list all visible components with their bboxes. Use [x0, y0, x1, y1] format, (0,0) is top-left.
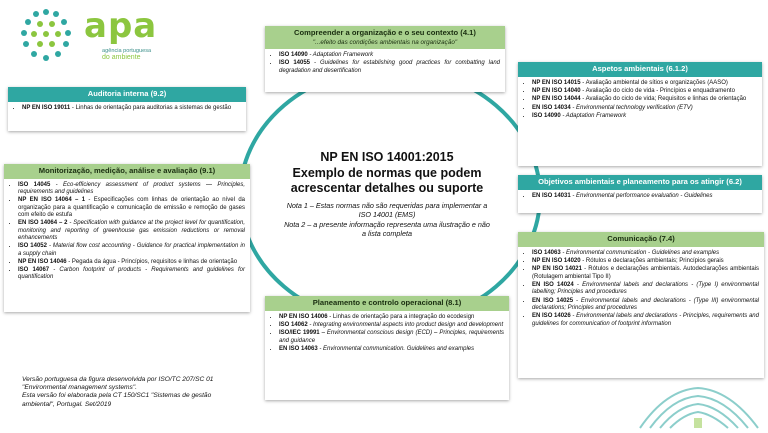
- list-item: EN ISO 14024 - Environmental labels and …: [532, 282, 759, 297]
- box-monitoring: Monitorização, medição, análise e avalia…: [4, 164, 250, 312]
- footer-line2: Esta versão foi elaborada pela CT 150/SC…: [22, 392, 232, 408]
- center-title-line1: NP EN ISO 14001:2015: [282, 150, 492, 166]
- list-item: NP EN ISO 14006 - Linhas de orientação p…: [279, 314, 504, 321]
- logo-subtitle-line2: do ambiente: [102, 54, 151, 62]
- box-context: Compreender a organização e o seu contex…: [265, 26, 505, 92]
- center-note-2: Nota 2 – a presente informação represent…: [282, 220, 492, 238]
- list-item: EN ISO 14031 - Environmental performance…: [532, 193, 757, 200]
- list-item: ISO 14090 - Adaptation Framework: [279, 52, 500, 59]
- list-item: EN ISO 14064 – 2 - Specification with gu…: [18, 220, 245, 242]
- box-planning-list: NP EN ISO 14006 - Linhas de orientação p…: [265, 311, 509, 358]
- list-item: NP EN ISO 14044 - Avaliação do ciclo de …: [532, 96, 757, 103]
- list-item: NP EN ISO 19011 - Linhas de orientação p…: [22, 105, 241, 112]
- list-item: ISO/IEC 19991 – Environmental conscious …: [279, 330, 504, 345]
- decorative-waves-icon: [636, 384, 762, 430]
- logo-mark-icon: [16, 8, 80, 64]
- list-item: NP EN ISO 14015 - Avaliação ambiental de…: [532, 80, 757, 87]
- box-audit-list: NP EN ISO 19011 - Linhas de orientação p…: [8, 102, 246, 116]
- box-planning-header: Planeamento e controlo operacional (8.1): [265, 296, 509, 311]
- list-item: ISO 14055 - Guidelines for establishing …: [279, 60, 500, 75]
- box-monitoring-header: Monitorização, medição, análise e avalia…: [4, 164, 250, 179]
- box-objectives: Objetivos ambientais e planeamento para …: [518, 175, 762, 213]
- list-item: NP EN ISO 14040 - Avaliação do ciclo de …: [532, 88, 757, 95]
- list-item: EN ISO 14034 - Environmental technology …: [532, 105, 757, 112]
- list-item: EN ISO 14025 - Environmental labels and …: [532, 298, 759, 313]
- box-objectives-list: EN ISO 14031 - Environmental performance…: [518, 190, 762, 204]
- box-context-subtitle: "...efeito das condições ambientais na o…: [267, 39, 503, 46]
- box-planning: Planeamento e controlo operacional (8.1)…: [265, 296, 509, 400]
- center-note-1: Nota 1 – Estas normas não são requeridas…: [282, 201, 492, 219]
- list-item: ISO 14045 - Eco-efficiency assessment of…: [18, 182, 245, 197]
- list-item: EN ISO 14026 - Environmental labels and …: [532, 313, 759, 328]
- box-communication: Comunicação (7.4) ISO 14063 - Environmen…: [518, 232, 764, 378]
- footer-line1: Versão portuguesa da figura desenvolvida…: [22, 376, 232, 392]
- center-title-line2: Exemplo de normas que podem: [282, 166, 492, 182]
- box-context-header: Compreender a organização e o seu contex…: [265, 26, 505, 49]
- box-context-title: Compreender a organização e o seu contex…: [294, 28, 476, 37]
- footer-text: Versão portuguesa da figura desenvolvida…: [22, 376, 232, 409]
- list-item: NP EN ISO 14046 - Pegada da água - Princ…: [18, 259, 245, 266]
- list-item: ISO 14052 - Material flow cost accountin…: [18, 243, 245, 258]
- apa-logo: apa agência portuguesa do ambiente: [16, 6, 186, 68]
- list-item: ISO 14063 - Environmental communication …: [532, 250, 759, 257]
- list-item: NP EN ISO 14020 - Rótulos e declarações …: [532, 258, 759, 265]
- box-aspects-list: NP EN ISO 14015 - Avaliação ambiental de…: [518, 77, 762, 125]
- list-item: NP EN ISO 14021 - Rótulos e declarações …: [532, 266, 759, 281]
- list-item: ISO 14067 - Carbon footprint of products…: [18, 267, 245, 282]
- list-item: ISO 14062 - Integrating environmental as…: [279, 322, 504, 329]
- box-context-list: ISO 14090 - Adaptation Framework ISO 140…: [265, 49, 505, 79]
- list-item: ISO 14090 - Adaptation Framework: [532, 113, 757, 120]
- box-aspects-header: Aspetos ambientais (6.1.2): [518, 62, 762, 77]
- box-audit-header: Auditoria interna (9.2): [8, 87, 246, 102]
- box-audit: Auditoria interna (9.2) NP EN ISO 19011 …: [8, 87, 246, 131]
- box-objectives-header: Objetivos ambientais e planeamento para …: [518, 175, 762, 190]
- center-title-line3: acrescentar detalhes ou suporte: [282, 181, 492, 197]
- list-item: EN ISO 14063 - Environmental communicati…: [279, 346, 504, 353]
- box-communication-list: ISO 14063 - Environmental communication …: [518, 247, 764, 332]
- logo-name: apa: [84, 6, 157, 46]
- logo-subtitle: agência portuguesa do ambiente: [102, 48, 151, 62]
- center-title: NP EN ISO 14001:2015 Exemplo de normas q…: [282, 150, 492, 197]
- box-aspects: Aspetos ambientais (6.1.2) NP EN ISO 140…: [518, 62, 762, 166]
- box-communication-header: Comunicação (7.4): [518, 232, 764, 247]
- center-block: NP EN ISO 14001:2015 Exemplo de normas q…: [282, 150, 492, 238]
- list-item: NP EN ISO 14064 – 1 - Especificações com…: [18, 197, 245, 219]
- box-monitoring-list: ISO 14045 - Eco-efficiency assessment of…: [4, 179, 250, 286]
